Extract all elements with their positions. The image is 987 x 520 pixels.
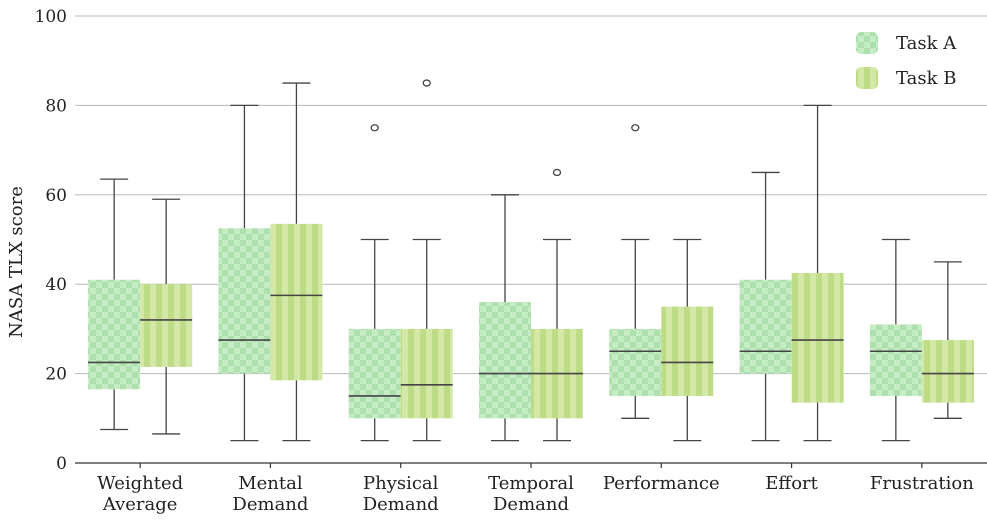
x-tick-label-6-0: Frustration [870, 473, 974, 494]
box-task-b-6 [921, 261, 974, 419]
outlier-point [631, 124, 640, 132]
x-tick-label-1-0: Mental [238, 473, 303, 494]
box-task-b-4 [661, 238, 714, 442]
box-body [348, 328, 401, 419]
box-task-a-1 [218, 104, 271, 442]
box-task-a-4 [609, 124, 662, 419]
x-tick-label-4-0: Performance [603, 473, 720, 494]
legend-label-1: Task B [896, 68, 956, 89]
box-body [609, 328, 662, 396]
axes: 020406080100WeightedAverageMentalDemandP… [35, 7, 987, 515]
y-tick-label-40: 40 [45, 275, 67, 295]
box-body [270, 223, 323, 381]
box-body [479, 302, 531, 419]
x-tick-label-0-1: Average [102, 494, 178, 515]
x-tick-label-3-1: Demand [493, 494, 569, 515]
box-task-b-2 [400, 79, 453, 442]
legend: Task A Task B [856, 32, 957, 89]
box-task-a-5 [739, 171, 792, 442]
box-body [140, 284, 193, 367]
boxes [88, 79, 974, 442]
x-tick-label-1-1: Demand [232, 494, 308, 515]
box-task-b-1 [270, 82, 323, 442]
box-body [921, 340, 974, 403]
y-tick-label-100: 100 [35, 7, 67, 27]
x-tick-label-5-0: Effort [765, 473, 818, 494]
x-tick-label-3-0: Temporal [488, 473, 574, 494]
box-task-a-2 [348, 124, 401, 442]
y-tick-label-0: 0 [56, 454, 67, 474]
x-tick-label-2-0: Physical [363, 473, 439, 494]
legend-swatch-0 [856, 32, 878, 54]
box-task-b-0 [140, 198, 193, 435]
x-tick-label-2-1: Demand [363, 494, 439, 515]
y-tick-label-80: 80 [45, 96, 67, 116]
y-tick-label-60: 60 [45, 186, 67, 206]
outlier-point [370, 124, 379, 132]
box-task-a-3 [479, 194, 531, 442]
box-body [739, 279, 792, 374]
box-body [400, 328, 453, 419]
legend-swatch-1 [856, 67, 878, 89]
y-axis-title: NASA TLX score [6, 186, 27, 338]
box-body [88, 279, 141, 390]
legend-label-0: Task A [896, 33, 957, 54]
box-task-b-3 [531, 168, 583, 442]
outlier-point [422, 79, 431, 87]
box-task-a-0 [88, 178, 141, 431]
box-body [869, 324, 922, 396]
box-body [218, 228, 271, 374]
box-task-a-6 [869, 238, 922, 442]
y-tick-label-20: 20 [45, 365, 67, 385]
outlier-point [552, 168, 562, 177]
box-task-b-5 [791, 104, 844, 442]
box-body [661, 306, 714, 396]
x-tick-label-0-0: Weighted [97, 473, 183, 494]
box-body [791, 273, 844, 403]
